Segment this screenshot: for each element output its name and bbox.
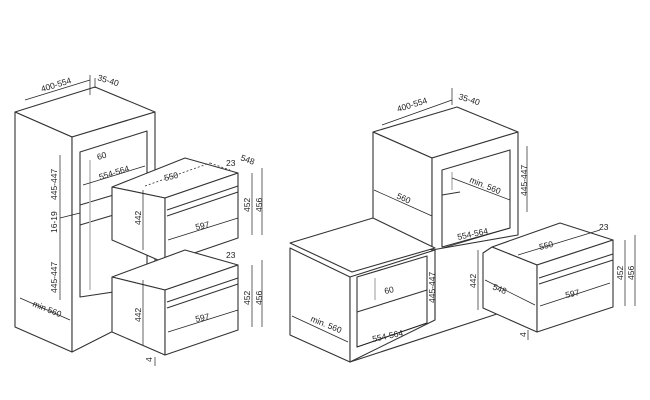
label-cabinet-width: 400-554 <box>40 75 73 94</box>
label-r-base-niche-height: 445-447 <box>427 272 437 303</box>
label-r-top-gap: 35-40 <box>457 91 481 107</box>
label-lower-front-height: 456 <box>254 291 264 305</box>
label-upper-front-height-inner: 452 <box>242 198 252 212</box>
label-lower-width: 597 <box>194 311 210 324</box>
label-upper-front-height: 456 <box>254 198 264 212</box>
label-lower-front-height-inner: 452 <box>242 291 252 305</box>
label-upper-front-offset: 23 <box>226 158 236 168</box>
label-upper-width: 597 <box>194 219 210 232</box>
left-lower-oven <box>111 249 239 356</box>
label-r-front-offset: 23 <box>599 222 609 232</box>
label-lower-niche-height: 445-447 <box>49 262 59 293</box>
label-depth-offset: 60 <box>96 150 108 162</box>
left-dimension-lines <box>19 75 263 366</box>
label-lower-body-height: 442 <box>133 308 143 322</box>
label-r-body-height: 442 <box>468 274 478 288</box>
label-top-gap: 35-40 <box>96 72 120 88</box>
left-upper-oven <box>111 157 239 264</box>
label-r-front-height: 456 <box>626 266 636 280</box>
label-r-body-depth: 550 <box>538 239 554 252</box>
right-base-cabinet <box>289 217 501 363</box>
label-r-bottom-gap: 4 <box>518 332 528 337</box>
right-oven <box>482 222 614 333</box>
label-r-upper-niche-height: 445-447 <box>519 165 529 196</box>
label-r-width: 597 <box>564 287 580 300</box>
label-lower-bottom-gap: 4 <box>144 357 154 362</box>
label-r-front-height-inner: 452 <box>615 266 625 280</box>
left-labels: 400-554 35-40 60 554-564 445-447 16-19 4… <box>31 72 264 362</box>
label-lower-front-offset: 23 <box>226 250 236 260</box>
label-shelf-thickness: 16-19 <box>49 211 59 233</box>
right-tall-cabinet <box>372 106 519 251</box>
label-r-cabinet-width: 400-554 <box>396 95 429 114</box>
label-r-base-depth-offset: 60 <box>383 284 395 296</box>
label-upper-body-depth: 550 <box>163 170 179 183</box>
label-upper-body-height: 442 <box>133 211 143 225</box>
right-dimension-lines <box>291 88 636 348</box>
label-upper-depth-total: 548 <box>239 152 256 166</box>
label-upper-niche-height: 445-447 <box>49 169 59 200</box>
